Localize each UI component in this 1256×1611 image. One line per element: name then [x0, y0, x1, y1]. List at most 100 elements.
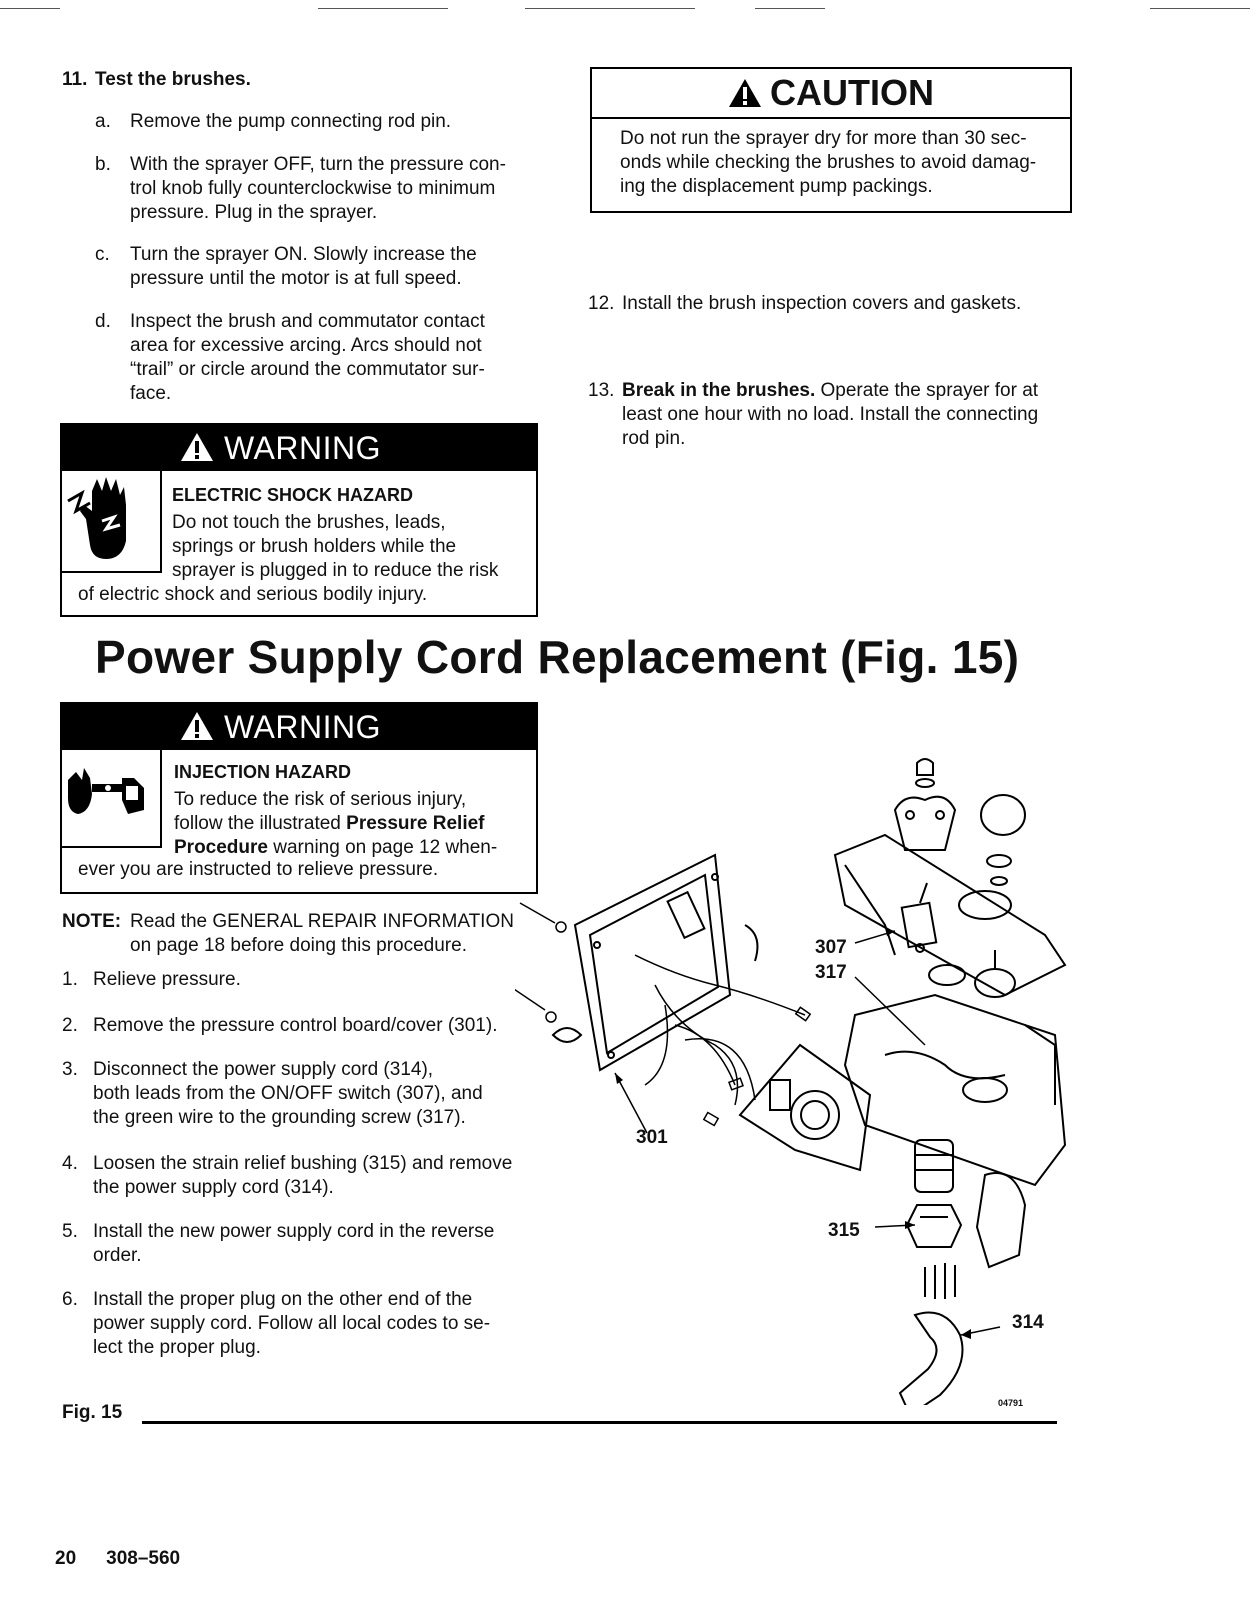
- callout-307: 307: [815, 937, 847, 958]
- warning-line: Procedure warning on page 12 when-: [174, 836, 497, 860]
- step-number: 1.: [62, 969, 78, 990]
- exploded-assembly-drawing: [515, 758, 1067, 1405]
- page-footer: 20 308–560: [55, 1548, 210, 1570]
- step-text: Loosen the strain relief bushing (315) a…: [93, 1153, 513, 1174]
- substep-text: Remove the pump connecting rod pin.: [130, 111, 452, 132]
- warning-line: sprayer is plugged in to reduce the risk: [172, 560, 499, 581]
- warning-text-run: warning on page 12 when-: [267, 837, 498, 858]
- caution-text: Do not run the sprayer dry for more than…: [620, 127, 1050, 199]
- scan-mark: [318, 8, 448, 9]
- step-text: Install the brush inspection covers and …: [622, 293, 1022, 314]
- caution-line: ing the displacement pump packings.: [620, 176, 933, 197]
- warning-triangle-icon: [181, 433, 213, 461]
- arrowheads: [615, 928, 971, 1339]
- step-text: order.: [93, 1245, 142, 1266]
- step-text: Install the new power supply cord in the…: [93, 1221, 495, 1242]
- callout-301: 301: [636, 1127, 668, 1148]
- step-number: 4.: [62, 1153, 78, 1174]
- electric-shock-hand-icon: [67, 477, 126, 559]
- injection-hazard-warning-box: WARNING INJECTION HAZARD To reduce the r…: [60, 702, 538, 894]
- scan-mark: [0, 8, 60, 9]
- figure-label: Fig. 15: [62, 1402, 123, 1423]
- step-text: Remove the pressure control board/cover …: [93, 1015, 498, 1036]
- injection-hand-icon: [68, 768, 144, 814]
- step-number: 11.: [62, 69, 88, 90]
- switch-bracket-part: [893, 795, 957, 851]
- warning-hazard: ELECTRIC SHOCK HAZARD: [172, 485, 413, 505]
- substep-letter: b.: [95, 154, 111, 175]
- step-text: least one hour with no load. Install the…: [622, 404, 1039, 425]
- caution-line: Do not run the sprayer dry for more than…: [620, 128, 1027, 149]
- warning-bold-text: Pressure Relief: [346, 813, 485, 834]
- step-text: the green wire to the grounding screw (3…: [93, 1107, 466, 1128]
- step-text: Relieve pressure.: [93, 969, 241, 990]
- note-text: on page 18 before doing this procedure.: [130, 935, 467, 956]
- section-title: Power Supply Cord Replacement (Fig. 15): [95, 631, 1020, 683]
- step-text: lect the proper plug.: [93, 1337, 261, 1358]
- substep-text: With the sprayer OFF, turn the pressure …: [130, 154, 506, 175]
- caution-title: CAUTION: [770, 72, 934, 113]
- step-text: Install the proper plug on the other end…: [93, 1289, 473, 1310]
- figure-rule: [142, 1421, 1057, 1424]
- power-supply-cord-part: [898, 1263, 964, 1405]
- substep-text: Turn the sprayer ON. Slowly increase the: [130, 244, 477, 265]
- substep-text: Inspect the brush and commutator contact: [130, 311, 485, 332]
- substep-text: area for excessive arcing. Arcs should n…: [130, 335, 482, 356]
- substep-letter: d.: [95, 311, 111, 332]
- substep-text: face.: [130, 383, 172, 404]
- bolt-part: [915, 758, 935, 788]
- warning-triangle-icon: [181, 712, 213, 740]
- substep-text: pressure. Plug in the sprayer.: [130, 202, 378, 223]
- leader-line: [614, 930, 1001, 1336]
- substep-text: “trail” or circle around the commutator …: [130, 359, 485, 380]
- callout-314: 314: [1012, 1312, 1044, 1333]
- icon-cell: [62, 471, 162, 573]
- electric-shock-warning-box: WARNING ELECTRIC SHOCK HAZARD Do not tou…: [60, 423, 538, 617]
- step-number: 5.: [62, 1221, 78, 1242]
- warning-title: WARNING: [224, 430, 381, 466]
- screw-part: [515, 902, 567, 1023]
- page-number: 20: [55, 1548, 77, 1569]
- note-label: NOTE:: [62, 911, 122, 932]
- warning-line: Do not touch the brushes, leads,: [172, 512, 446, 533]
- wire-harness-part: [634, 954, 812, 1127]
- step-text-run: Operate the sprayer for at: [815, 380, 1039, 401]
- step-number: 6.: [62, 1289, 78, 1310]
- step-text: both leads from the ON/OFF switch (307),…: [93, 1083, 483, 1104]
- warning-text: ELECTRIC SHOCK HAZARD Do not touch the b…: [172, 483, 498, 583]
- callout-315: 315: [828, 1220, 860, 1241]
- warning-text-run: follow the illustrated: [174, 813, 347, 834]
- pressure-control-cover-part: [551, 853, 759, 1072]
- substep-letter: c.: [95, 244, 110, 265]
- caution-line: onds while checking the brushes to avoid…: [620, 152, 1037, 173]
- motor-housing-lower-part: [843, 993, 1067, 1187]
- substep-text: trol knob fully counterclockwise to mini…: [130, 178, 496, 199]
- warning-hazard: INJECTION HAZARD: [174, 762, 352, 782]
- warning-triangle-icon: [729, 79, 761, 107]
- callout-317: 317: [815, 962, 847, 983]
- fitting-part: [914, 1139, 1027, 1269]
- warning-line: ever you are instructed to relieve press…: [78, 859, 439, 880]
- step-title: Test the brushes.: [95, 69, 251, 90]
- warning-bold-text: Procedure: [174, 837, 268, 858]
- caution-box: CAUTION Do not run the sprayer dry for m…: [590, 67, 1072, 213]
- caution-header: CAUTION: [592, 69, 1070, 119]
- warning-line: follow the illustrated Pressure Relief: [174, 812, 497, 836]
- step-number: 2.: [62, 1015, 78, 1036]
- cap-part: [980, 794, 1026, 886]
- warning-title: WARNING: [224, 709, 381, 745]
- step-number: 12.: [588, 293, 615, 314]
- step-text: Break in the brushes. Operate the spraye…: [622, 379, 1038, 403]
- warning-header: WARNING: [62, 704, 536, 750]
- scan-mark: [755, 8, 825, 9]
- lock-nut-part: [928, 950, 1016, 998]
- control-board-part: [738, 1043, 872, 1172]
- step-text: rod pin.: [622, 428, 686, 449]
- motor-housing-upper-part: [833, 833, 1067, 997]
- document-number: 308–560: [106, 1548, 181, 1569]
- figure-code: 04791: [998, 1398, 1024, 1408]
- step-text: power supply cord. Follow all local code…: [93, 1313, 491, 1334]
- step-number: 13.: [588, 380, 615, 401]
- strain-relief-bushing-part: [905, 1204, 963, 1248]
- warning-text: INJECTION HAZARD To reduce the risk of s…: [174, 760, 497, 860]
